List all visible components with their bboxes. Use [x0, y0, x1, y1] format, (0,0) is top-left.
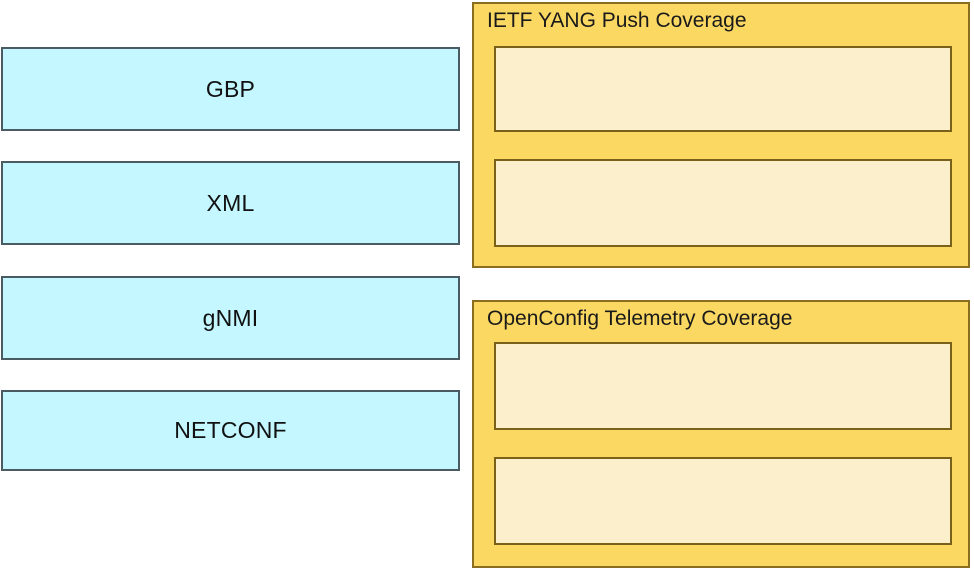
coverage-slot[interactable] [494, 46, 952, 132]
protocol-box-netconf[interactable]: NETCONF [1, 390, 460, 471]
coverage-panel-title: IETF YANG Push Coverage [487, 9, 747, 32]
protocol-box-label: gNMI [202, 304, 259, 331]
coverage-panel-title: OpenConfig Telemetry Coverage [487, 307, 793, 330]
protocol-box-gnmi[interactable]: gNMI [1, 276, 460, 360]
protocol-box-label: XML [206, 189, 255, 216]
protocol-box-xml[interactable]: XML [1, 161, 460, 245]
coverage-panel-ietf-yang-push[interactable]: IETF YANG Push Coverage [472, 2, 970, 268]
coverage-slot[interactable] [494, 342, 952, 430]
protocol-box-label: NETCONF [174, 417, 287, 443]
protocol-box-gbp[interactable]: GBP [1, 47, 460, 131]
coverage-panel-openconfig-telemetry[interactable]: OpenConfig Telemetry Coverage [472, 300, 970, 568]
protocol-box-label: GBP [205, 75, 256, 102]
coverage-slot[interactable] [494, 457, 952, 545]
coverage-slot[interactable] [494, 159, 952, 247]
